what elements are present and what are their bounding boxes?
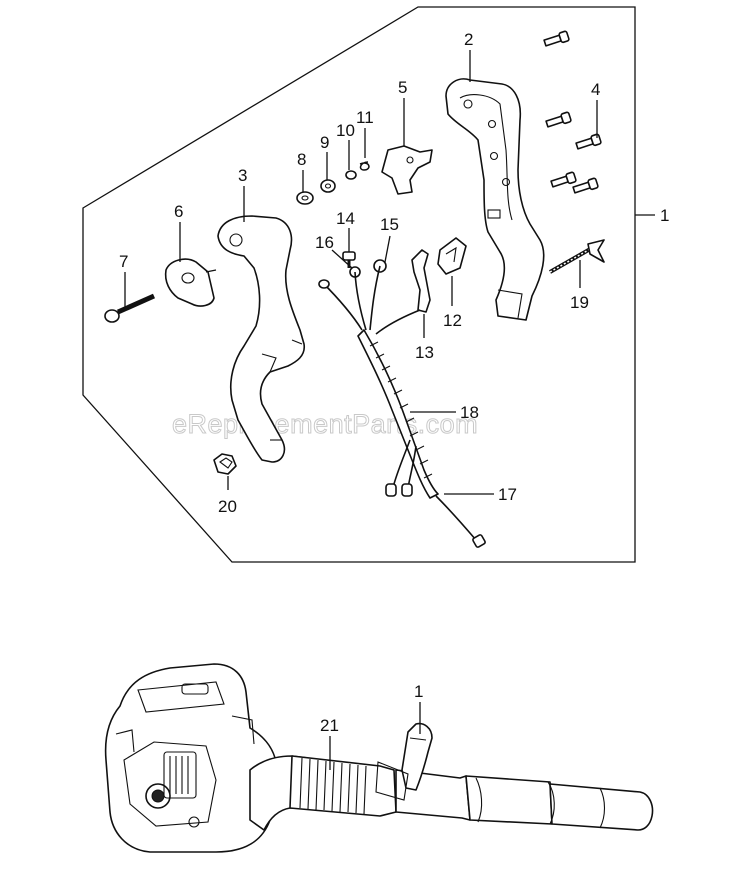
callout-3: 3 xyxy=(238,166,247,185)
callout-17: 17 xyxy=(498,485,517,504)
callout-9: 9 xyxy=(320,133,329,152)
part-19-long-screw[interactable] xyxy=(549,239,605,274)
callout-16: 16 xyxy=(315,233,334,252)
callout-12: 12 xyxy=(443,311,462,330)
callout-10: 10 xyxy=(336,121,355,140)
part-3-handle-half[interactable] xyxy=(217,215,306,463)
part-20-nut[interactable] xyxy=(213,453,237,475)
part-2-handle-half[interactable] xyxy=(445,78,545,321)
part-10-washer[interactable] xyxy=(345,170,357,180)
callout-1: 1 xyxy=(660,206,669,225)
watermark: eReplacementParts.com xyxy=(172,409,478,439)
blower-engine[interactable] xyxy=(104,663,278,853)
callout-21: 21 xyxy=(320,716,339,735)
callout-4: 4 xyxy=(591,80,600,99)
callout-19: 19 xyxy=(570,293,589,312)
part-13-contact[interactable] xyxy=(411,249,431,313)
callout-20: 20 xyxy=(218,497,237,516)
callout-7: 7 xyxy=(119,252,128,271)
part-12-switch[interactable] xyxy=(437,237,467,275)
part-6-knob[interactable] xyxy=(164,258,217,307)
callout-2: 2 xyxy=(464,30,473,49)
callout-11: 11 xyxy=(356,108,374,127)
part-9-washer[interactable] xyxy=(320,179,336,193)
callout-8: 8 xyxy=(297,150,306,169)
callout-15: 15 xyxy=(380,215,399,234)
assembly-boundary xyxy=(82,6,636,563)
part-7-pin[interactable] xyxy=(104,293,156,323)
part-18-wire-harness[interactable] xyxy=(318,265,486,548)
callout-18: 18 xyxy=(460,403,479,422)
part-5-trigger[interactable] xyxy=(381,145,433,195)
callout-6: 6 xyxy=(174,202,183,221)
callout-13: 13 xyxy=(415,343,434,362)
blower-tube[interactable] xyxy=(249,755,654,831)
blower-handle[interactable] xyxy=(375,722,433,801)
callout-1-lower: 1 xyxy=(414,682,423,701)
part-11-spring[interactable] xyxy=(359,161,370,171)
part-4-screws[interactable] xyxy=(543,30,602,195)
callout-5: 5 xyxy=(398,78,407,97)
part-14-screw[interactable] xyxy=(342,251,356,268)
part-8-washer[interactable] xyxy=(296,191,314,205)
callout-14: 14 xyxy=(336,209,355,228)
